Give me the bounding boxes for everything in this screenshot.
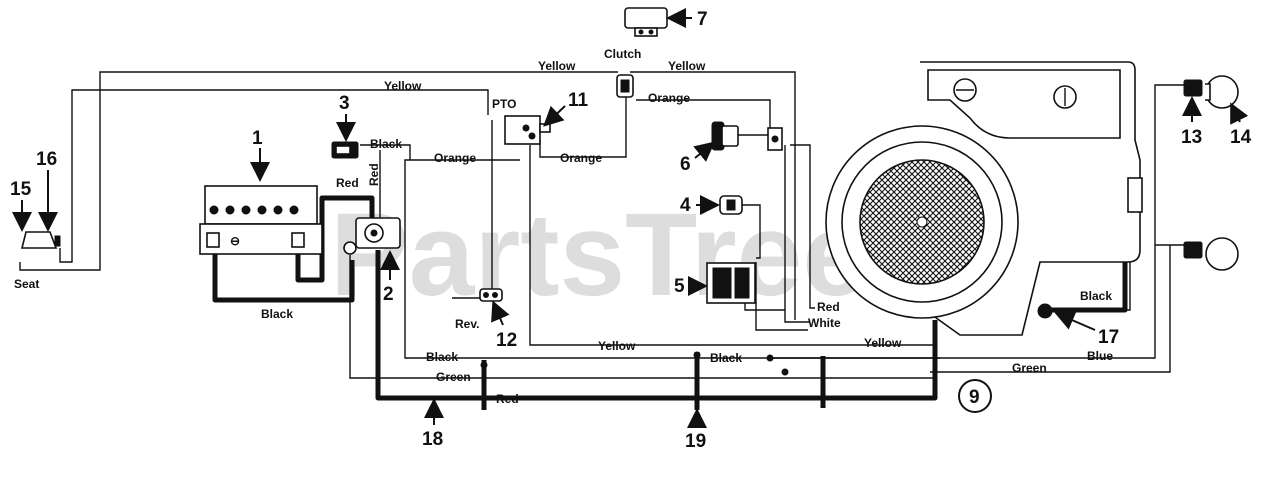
- wire-labels: Yellow Yellow Yellow Orange Orange Orang…: [261, 59, 1113, 406]
- headlight-top: [1183, 75, 1239, 109]
- callout-2: 2: [383, 284, 394, 305]
- svg-text:Yellow: Yellow: [538, 59, 576, 73]
- svg-text:Blue: Blue: [1087, 349, 1113, 363]
- svg-text:Black: Black: [426, 350, 458, 364]
- callout-14: 14: [1230, 127, 1252, 148]
- callout-19: 19: [685, 431, 706, 452]
- relay-4: [719, 195, 743, 215]
- callout-4: 4: [680, 195, 691, 216]
- svg-text:Red: Red: [336, 176, 359, 190]
- svg-text:Black: Black: [710, 351, 742, 365]
- callout-5: 5: [674, 276, 685, 297]
- seat-label: Seat: [14, 277, 39, 291]
- callout-12: 12: [496, 330, 517, 351]
- svg-text:Yellow: Yellow: [598, 339, 636, 353]
- svg-text:Orange: Orange: [560, 151, 602, 165]
- callout-17: 17: [1098, 327, 1119, 348]
- svg-text:Red: Red: [496, 392, 519, 406]
- svg-text:Green: Green: [436, 370, 471, 384]
- clutch-label: Clutch: [604, 47, 641, 61]
- ignition-switch: [711, 121, 739, 151]
- fuse-holder: [331, 141, 359, 159]
- callout-16: 16: [36, 149, 57, 170]
- callout-3: 3: [339, 93, 350, 114]
- svg-text:White: White: [808, 316, 841, 330]
- svg-text:⊖: ⊖: [230, 234, 240, 248]
- callout-11: 11: [568, 90, 589, 111]
- connector-7: [624, 7, 668, 37]
- rev-label: Rev.: [455, 317, 479, 331]
- callout-7: 7: [697, 9, 708, 30]
- svg-text:Red: Red: [817, 300, 840, 314]
- callout-1: 1: [252, 128, 263, 149]
- junction-dots: [480, 351, 789, 376]
- callout-15: 15: [10, 179, 32, 200]
- svg-text:Black: Black: [370, 137, 402, 151]
- svg-text:Yellow: Yellow: [384, 79, 422, 93]
- battery: ⊖: [199, 185, 323, 255]
- clutch-switch: [616, 74, 634, 98]
- reverse-switch: [479, 288, 503, 302]
- pto-label: PTO: [492, 97, 516, 111]
- callout-6: 6: [680, 154, 691, 175]
- svg-text:Orange: Orange: [648, 91, 690, 105]
- solenoid: [343, 217, 401, 255]
- pto-switch: [504, 115, 551, 145]
- svg-text:Red: Red: [367, 163, 381, 186]
- module-5: [706, 262, 756, 304]
- svg-text:Black: Black: [1080, 289, 1112, 303]
- svg-text:Yellow: Yellow: [668, 59, 706, 73]
- callouts: 1 2 3 4 5 6 7 9 11 12 13 14 15 16 17 18: [10, 8, 1252, 452]
- headlight-bottom: [1183, 237, 1239, 271]
- callout-18: 18: [422, 429, 443, 450]
- callout-13: 13: [1181, 127, 1202, 148]
- svg-text:Yellow: Yellow: [864, 336, 902, 350]
- svg-text:Orange: Orange: [434, 151, 476, 165]
- svg-text:Green: Green: [1012, 361, 1047, 375]
- callout-9: 9: [969, 387, 980, 408]
- svg-text:Black: Black: [261, 307, 293, 321]
- seat-switch: [20, 231, 61, 249]
- watermark-text: PartsTree: [330, 189, 868, 321]
- engine-connector: [767, 127, 783, 151]
- engine: [825, 61, 1143, 336]
